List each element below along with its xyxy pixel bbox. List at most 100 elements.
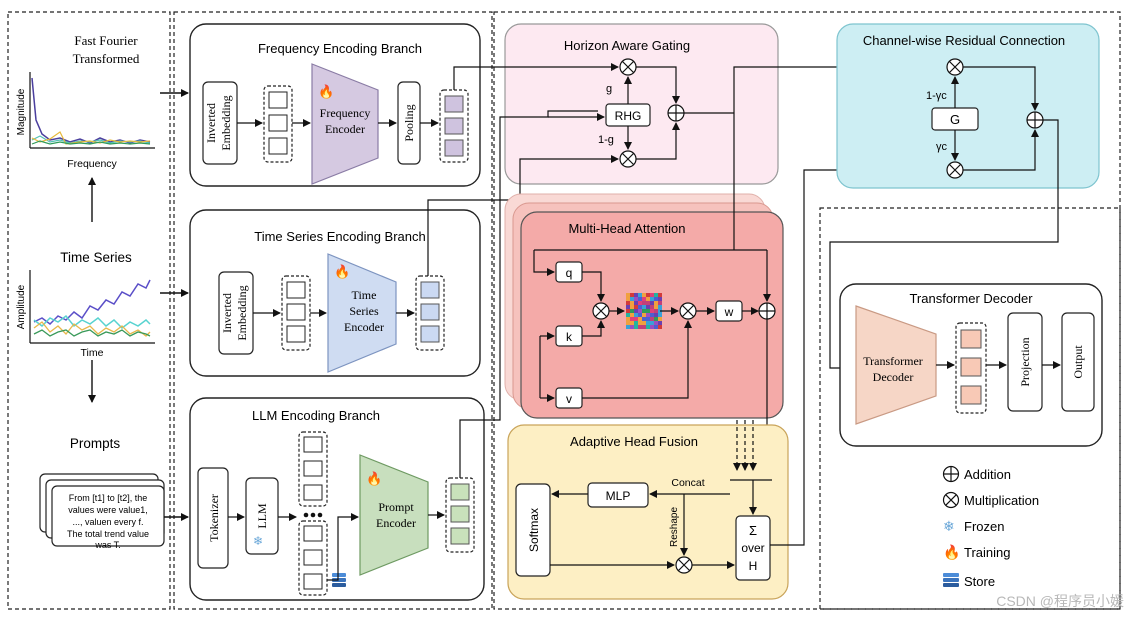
encoder-region [173,11,493,610]
sum-h: H [749,559,758,573]
ts-embedding-label-2: Embedding [235,285,249,340]
attention-cell [634,321,638,325]
attention-cell [646,313,650,317]
prompt-line-5: was T. [94,540,120,550]
ts-encoder-label-3: Encoder [344,320,384,334]
concat-label: Concat [671,477,704,489]
rhg-label: RHG [615,109,642,123]
ts-output-token [420,303,440,321]
freq-encoder-label-1: Frequency [320,106,371,120]
attention-heatmap [626,293,662,329]
attention-cell [658,317,662,321]
tokenizer-label: Tokenizer [207,494,221,542]
llm-to-prompt-encoder-arrow [327,513,359,581]
fusion-title: Adaptive Head Fusion [570,434,698,449]
legend-training: Training [964,545,1010,560]
attention-cell [638,313,642,317]
residual-box [836,23,1100,189]
freq-output-token [444,117,464,135]
gating-title: Horizon Aware Gating [564,38,690,53]
attention-cell [638,309,642,313]
attention-cell [646,301,650,305]
attention-cell [638,321,642,325]
fire-icon: 🔥 [334,264,350,279]
attention-cell [642,297,646,301]
llm-token [303,484,323,501]
attention-cell [634,317,638,321]
attention-cell [634,325,638,329]
attention-cell [638,297,642,301]
attention-cell [650,297,654,301]
ts-token [286,281,306,299]
attention-cell [642,321,646,325]
pooling-label: Pooling [402,104,416,141]
attention-cell [626,301,630,305]
ts-ylabel: Amplitude [16,284,27,329]
decoder-block-label-2: Decoder [873,370,914,384]
attention-cell [654,309,658,313]
freq-encoder-trapezoid [311,63,379,185]
decoder-block-label-1: Transformer [863,354,923,368]
attention-cell [654,317,658,321]
attention-cell [646,321,650,325]
llm-token [303,436,323,453]
attention-cell [642,309,646,313]
ts-mini-chart [29,270,155,344]
legend: Addition Multiplication ❄ Frozen 🔥 Train… [942,465,1039,589]
attention-cell [646,309,650,313]
freq-branch-title: Frequency Encoding Branch [258,41,422,56]
attention-cell [642,325,646,329]
ts-branch-title: Time Series Encoding Branch [254,229,426,244]
fft-label-1: Fast Fourier [74,33,138,48]
mha-title: Multi-Head Attention [568,221,685,236]
fire-icon: 🔥 [318,84,334,99]
store-icon [332,573,346,587]
attention-cell [642,301,646,305]
decoder-token [960,329,982,349]
one-minus-gamma-label: 1-γc [926,90,947,102]
attention-cell [638,325,642,329]
prompt-line-4: The total trend value [67,529,149,539]
attention-cell [650,305,654,309]
softmax-box [515,483,551,577]
attention-cell [630,321,634,325]
v-label: v [566,392,572,406]
attention-cell [634,297,638,301]
llm-token [303,573,323,590]
prompt-line-3: ..., valuen every f. [72,517,143,527]
attention-cell [654,297,658,301]
attention-cell [658,297,662,301]
residual-to-decoder-line [829,119,1059,372]
prompt-encoder-label-2: Encoder [376,516,416,530]
llm-to-gating-line [459,110,598,478]
fire-icon: 🔥 [366,471,382,486]
llm-output-token [450,527,470,545]
attention-cell [630,293,634,297]
fft-label-2: Transformed [73,51,140,66]
freq-output-token [444,95,464,113]
attention-cell [626,313,630,317]
snowflake-icon: ❄ [253,534,263,548]
fft-xlabel: Frequency [67,158,117,170]
ellipsis-dot [303,512,309,518]
attention-cell [650,309,654,313]
ts-encoder-label-1: Time [352,288,377,302]
projection-box [1007,312,1043,412]
freq-token-stack [263,85,293,163]
attention-cell [650,313,654,317]
llm-branch-box [189,397,485,601]
prompt-line-1: From [t1] to [t2], the [69,493,148,503]
decoder-trapezoid [855,305,937,425]
output-box [1061,312,1095,412]
attention-cell [650,293,654,297]
llm-token-stack-top [298,431,328,507]
prompt-card-stack [39,473,165,547]
fft-mini-chart [29,72,155,149]
attention-cell [654,305,658,309]
mlp-label: MLP [606,489,631,503]
tokenizer-box [197,467,229,569]
legend-addition: Addition [964,467,1011,482]
prompt-encoder-label-1: Prompt [378,500,414,514]
